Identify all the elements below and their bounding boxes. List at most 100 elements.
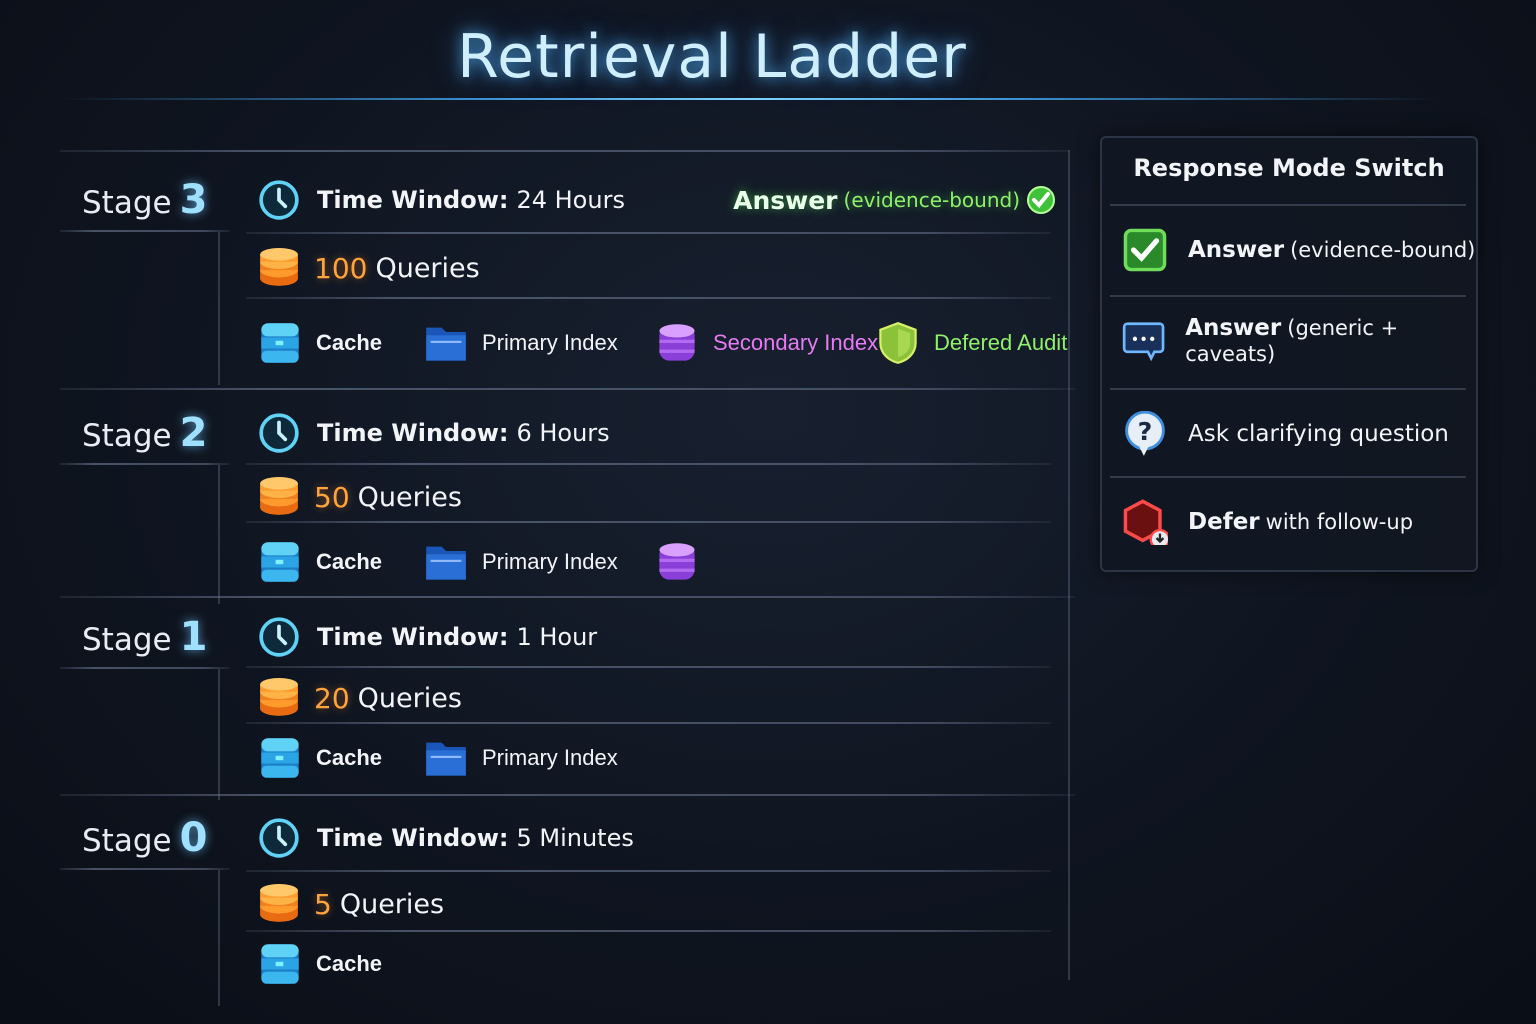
time-window-row: Time Window:24 Hours	[258, 179, 625, 221]
resource-label: Primary Index	[482, 330, 618, 355]
row-divider	[246, 722, 1051, 724]
stage-indent-line	[218, 669, 220, 800]
time-window-label: Time Window:	[317, 186, 509, 214]
resource-label: Defered Audit	[934, 330, 1068, 355]
resource-label: Cache	[316, 549, 383, 574]
queries-count: 20	[314, 681, 350, 715]
stage-divider	[60, 794, 1075, 796]
mode-item: Answer(generic + caveats)	[1122, 315, 1476, 367]
queries-count: 5	[314, 887, 332, 921]
clock-icon	[259, 617, 299, 657]
resources-row: Cache	[258, 941, 1058, 987]
shield-icon	[879, 322, 917, 364]
cache-icon	[261, 738, 299, 778]
mode-sub: (generic + caveats)	[1185, 316, 1399, 366]
ladder-right-border	[1068, 150, 1070, 980]
resource-folder: Primary Index	[424, 735, 618, 781]
panel-title: Response Mode Switch	[1133, 154, 1445, 182]
answer-badge-sub: (evidence-bound)	[843, 188, 1020, 212]
stage-word: Stage	[82, 418, 172, 454]
stage-header-divider	[60, 868, 230, 870]
mode-main: Ask clarifying question	[1188, 421, 1449, 447]
stage-header-divider	[60, 463, 230, 465]
queries-label: Queries	[339, 888, 445, 920]
panel-divider	[1110, 388, 1466, 390]
folder-icon	[426, 546, 466, 580]
chat-bubble-icon	[1122, 322, 1165, 362]
mode-main: Answer	[1185, 315, 1282, 341]
check-circle-icon	[1027, 186, 1055, 214]
clock-icon	[259, 180, 299, 220]
queries-label: Queries	[357, 682, 462, 714]
queries-label: Queries	[375, 252, 480, 284]
stage-number: 3	[179, 177, 208, 223]
stage-number: 2	[179, 410, 208, 456]
resource-label: Cache	[316, 951, 383, 976]
mode-sub: with follow-up	[1265, 510, 1414, 534]
ladder-top-divider	[60, 150, 1070, 152]
row-divider	[246, 870, 1051, 872]
queries-label: Queries	[357, 481, 462, 513]
panel-divider	[1110, 295, 1466, 297]
stage-number: 0	[179, 815, 208, 861]
resources-row: Cache Primary Index	[258, 735, 1058, 781]
time-window-row: Time Window:5 Minutes	[258, 817, 634, 859]
row-divider	[246, 463, 1051, 465]
resource-label: Primary Index	[482, 745, 618, 770]
stage-word: Stage	[82, 823, 172, 859]
resource-label: Cache	[316, 745, 383, 770]
time-window-row: Time Window:1 Hour	[258, 616, 597, 658]
mode-label: Ask clarifying question	[1188, 421, 1449, 447]
defer-icon	[1123, 499, 1168, 545]
stage-header-divider	[60, 230, 230, 232]
stage-divider	[60, 596, 1075, 598]
queries-count: 100	[314, 251, 368, 285]
stage-indent-line	[218, 465, 220, 604]
svg-text:?: ?	[1138, 417, 1153, 446]
queries-count: 50	[314, 480, 350, 514]
time-window-value: 24 Hours	[516, 186, 625, 214]
row-divider	[246, 232, 1051, 234]
stage-indent-line	[218, 232, 220, 385]
time-window-label: Time Window:	[317, 824, 509, 852]
answer-badge-main: Answer	[733, 185, 838, 215]
stage-divider	[60, 388, 1075, 390]
answer-badge: Answer (evidence-bound)	[733, 185, 1056, 215]
resource-cache: Cache	[258, 320, 382, 366]
resource-label: Cache	[316, 330, 383, 355]
coin-stack-icon	[260, 884, 298, 922]
resource-label: Primary Index	[482, 549, 618, 574]
cache-icon	[261, 542, 299, 582]
check-box-icon	[1123, 228, 1167, 272]
row-divider	[246, 930, 1051, 932]
coin-stack-icon	[260, 248, 298, 286]
mode-item: ? Ask clarifying question	[1122, 411, 1449, 457]
time-window-label: Time Window:	[317, 419, 509, 447]
clock-icon	[259, 413, 299, 453]
title-underline	[60, 98, 1440, 100]
clock-icon	[259, 818, 299, 858]
cache-icon	[261, 323, 299, 363]
stage-indent-line	[218, 870, 220, 1006]
row-divider	[246, 666, 1051, 668]
resource-cache: Cache	[258, 735, 382, 781]
time-window-row: Time Window:6 Hours	[258, 412, 610, 454]
stage-word: Stage	[82, 185, 172, 221]
mode-sub: (evidence-bound)	[1290, 238, 1476, 262]
response-mode-panel: Response Mode Switch Answer (evidence-bou…	[1100, 136, 1478, 572]
stage-header-divider	[60, 667, 230, 669]
panel-divider	[1110, 476, 1466, 478]
resource-cache: Cache	[258, 941, 382, 987]
time-window-value: 1 Hour	[516, 623, 598, 651]
time-window-value: 5 Minutes	[516, 824, 634, 852]
database-icon	[659, 324, 695, 361]
